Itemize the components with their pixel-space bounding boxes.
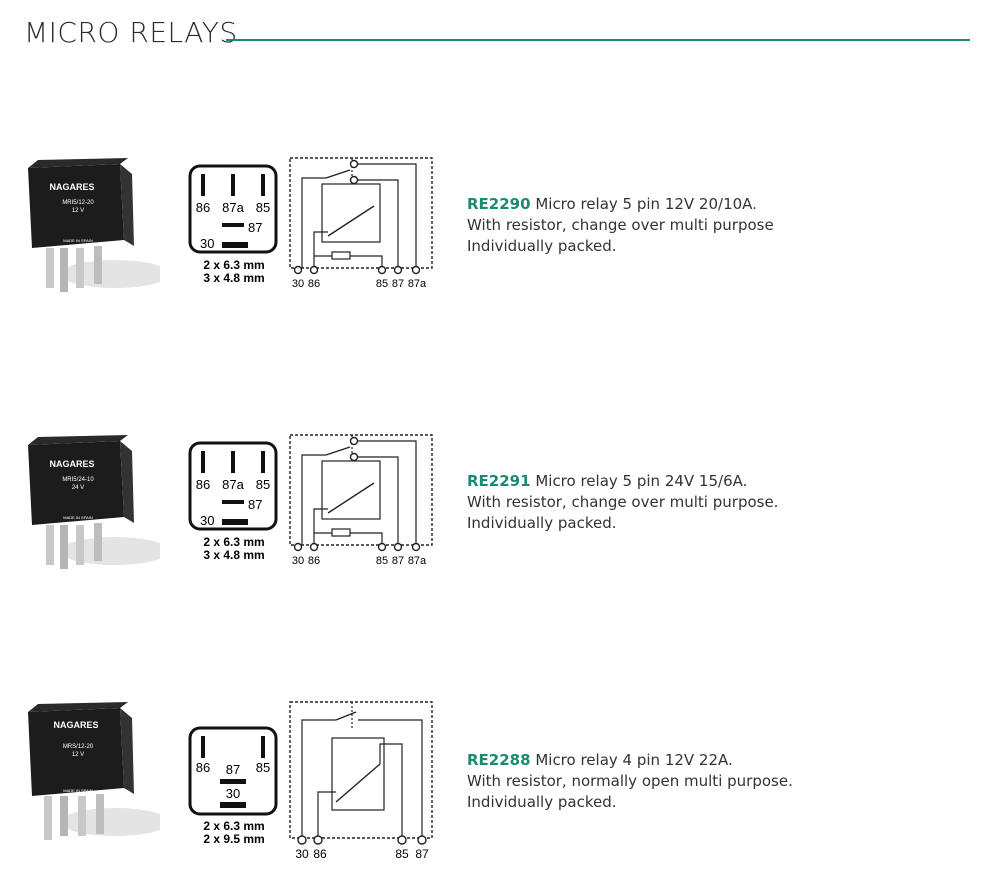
description-line: With resistor, change over multi purpose bbox=[467, 216, 774, 234]
pin-label: 87 bbox=[226, 762, 240, 777]
product-re2290: NAGARES MRI5/12-20 12 V MADE IN SPAIN 86… bbox=[0, 156, 1000, 316]
pin-label: 85 bbox=[256, 477, 270, 492]
pin-label: 87a bbox=[222, 477, 244, 492]
pin-label: 86 bbox=[196, 200, 210, 215]
photo-brand: NAGARES bbox=[49, 459, 94, 469]
pin-label: 85 bbox=[256, 760, 270, 775]
description-line: Individually packed. bbox=[467, 514, 617, 532]
pin-label: 85 bbox=[256, 200, 270, 215]
description-line: Individually packed. bbox=[467, 237, 617, 255]
terminal-label: 86 bbox=[308, 555, 320, 567]
product-description: RE2290 Micro relay 5 pin 12V 20/10A. Wit… bbox=[467, 194, 774, 257]
terminal-size: 2 x 9.5 mm bbox=[203, 832, 264, 846]
terminal-label: 87a bbox=[408, 555, 427, 567]
product-code: RE2288 bbox=[467, 751, 531, 769]
terminal-label: 30 bbox=[292, 555, 304, 567]
pinout-diagram: 86 85 87 30 2 x 6.3 mm 2 x 9.5 mm bbox=[188, 726, 278, 846]
relay-photo: NAGARES MRI5/24-10 24 V MADE IN SPAIN bbox=[28, 435, 160, 569]
wiring-schematic: 30 86 85 87 87a bbox=[289, 434, 433, 567]
wiring-schematic: 30 86 85 87 87a bbox=[289, 157, 433, 290]
photo-brand: NAGARES bbox=[49, 182, 94, 192]
product-description: RE2288 Micro relay 4 pin 12V 22A. With r… bbox=[467, 750, 793, 813]
terminal-size: 2 x 6.3 mm bbox=[203, 258, 264, 272]
product-code: RE2290 bbox=[467, 195, 531, 213]
photo-voltage: 24 V bbox=[72, 485, 84, 491]
terminal-label: 85 bbox=[376, 555, 388, 567]
photo-model: MRS/12-20 bbox=[63, 744, 94, 750]
terminal-label: 85 bbox=[395, 847, 409, 861]
pin-label: 86 bbox=[196, 477, 210, 492]
relay-photo: NAGARES MRI5/12-20 12 V MADE IN SPAIN bbox=[28, 158, 160, 292]
description-line: With resistor, normally open multi purpo… bbox=[467, 772, 793, 790]
product-code: RE2291 bbox=[467, 472, 531, 490]
page-title: MICRO RELAYS bbox=[24, 16, 238, 49]
pin-label: 86 bbox=[196, 760, 210, 775]
product-description: RE2291 Micro relay 5 pin 24V 15/6A. With… bbox=[467, 471, 778, 534]
terminal-label: 30 bbox=[292, 278, 304, 290]
pin-label: 87 bbox=[248, 497, 262, 512]
title-divider bbox=[226, 39, 970, 41]
photo-model: MRI5/12-20 bbox=[62, 200, 94, 206]
description-line: Micro relay 5 pin 24V 15/6A. bbox=[535, 472, 748, 490]
photo-made: MADE IN SPAIN bbox=[63, 515, 93, 520]
terminal-label: 30 bbox=[295, 847, 309, 861]
terminal-label: 86 bbox=[313, 847, 327, 861]
pin-label: 30 bbox=[200, 513, 214, 528]
terminal-size: 2 x 6.3 mm bbox=[203, 535, 264, 549]
terminal-size: 2 x 6.3 mm bbox=[203, 819, 264, 833]
terminal-label: 86 bbox=[308, 278, 320, 290]
description-line: Individually packed. bbox=[467, 793, 617, 811]
photo-voltage: 12 V bbox=[72, 208, 84, 214]
terminal-label: 87a bbox=[408, 278, 427, 290]
terminal-label: 85 bbox=[376, 278, 388, 290]
photo-voltage: 12 V bbox=[72, 752, 84, 758]
wiring-schematic: 30 86 85 87 bbox=[289, 701, 433, 861]
description-line: With resistor, change over multi purpose… bbox=[467, 493, 779, 511]
photo-made: MADE IN SPAIN bbox=[63, 788, 93, 793]
photo-made: MADE IN SPAIN bbox=[63, 238, 93, 243]
relay-photo: NAGARES MRS/12-20 12 V MADE IN SPAIN bbox=[28, 702, 160, 840]
pin-label: 30 bbox=[200, 236, 214, 251]
terminal-size: 3 x 4.8 mm bbox=[203, 271, 264, 285]
terminal-size: 3 x 4.8 mm bbox=[203, 548, 264, 562]
pin-label: 30 bbox=[226, 786, 240, 801]
product-re2291: NAGARES MRI5/24-10 24 V MADE IN SPAIN 86… bbox=[0, 433, 1000, 593]
photo-model: MRI5/24-10 bbox=[62, 477, 94, 483]
photo-brand: NAGARES bbox=[53, 720, 98, 730]
terminal-label: 87 bbox=[415, 847, 429, 861]
terminal-label: 87 bbox=[392, 278, 404, 290]
terminal-label: 87 bbox=[392, 555, 404, 567]
product-re2288: NAGARES MRS/12-20 12 V MADE IN SPAIN 86 … bbox=[0, 700, 1000, 861]
pin-label: 87a bbox=[222, 200, 244, 215]
description-line: Micro relay 5 pin 12V 20/10A. bbox=[535, 195, 757, 213]
pin-label: 87 bbox=[248, 220, 262, 235]
pinout-diagram: 86 87a 85 87 30 2 x 6.3 mm 3 x 4.8 mm bbox=[188, 164, 278, 285]
description-line: Micro relay 4 pin 12V 22A. bbox=[535, 751, 733, 769]
pinout-diagram: 86 87a 85 87 30 2 x 6.3 mm 3 x 4.8 mm bbox=[188, 441, 278, 562]
